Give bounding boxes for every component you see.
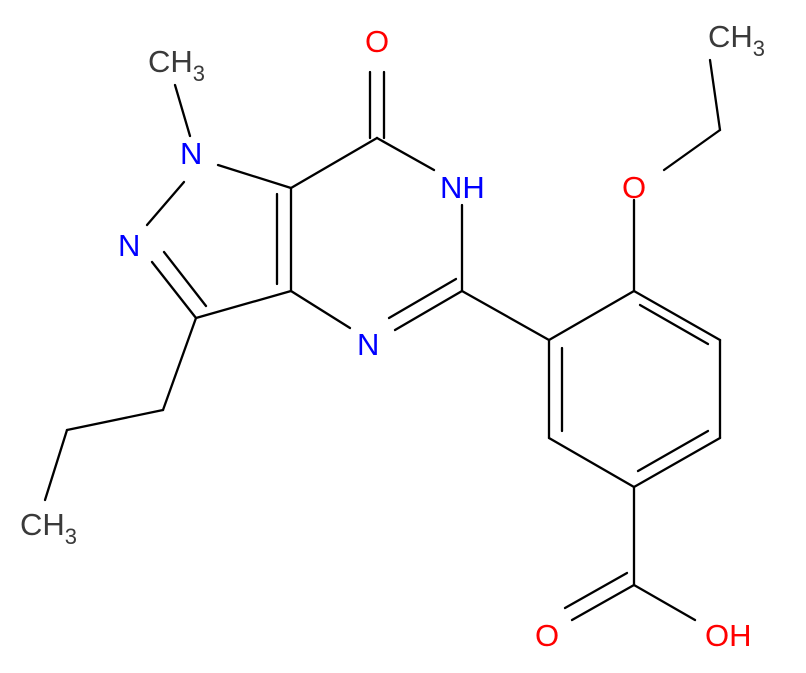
bond-benzene-3 [632,436,722,489]
bond-benzene-3-inner [636,429,710,473]
bond-c7a-c7 [289,136,379,190]
nitrogen-n2-label: N [118,228,140,263]
bond-n1-n2 [145,180,186,227]
bond-cooh-o-a [570,583,636,622]
bond-n2-c3-a [150,260,198,320]
methyl-label-top-right: CH3 [708,19,765,61]
nitrogen-nh-label: NH [440,170,485,205]
bond-benzene-c5 [460,289,551,342]
bond-c5-n4-b [387,277,458,320]
bond-benzene-1-inner [638,303,710,346]
bond-propyl-3 [43,428,69,502]
bond-group [43,58,722,622]
bond-n2-c3-b [162,250,208,308]
methyl-label-n: CH3 [148,44,205,86]
bond-ch3-ch2-ethoxy [708,58,722,132]
bond-ch2-o-ethoxy [662,128,722,172]
bond-cooh-oh [632,583,697,622]
bond-c5-n4-a [393,289,464,332]
bond-c3-c3a [194,289,293,320]
bond-cooh-o-b [563,571,629,610]
oxygen-ether-label: O [622,170,646,205]
atom-labels: CH3 CH3 CH3 O O O OH N N N NH [20,19,765,653]
bond-n1-methyl [173,83,192,138]
methyl-label-propyl: CH3 [20,507,77,549]
bond-propyl-2 [65,408,165,432]
hydroxyl-acid-label: OH [705,618,752,653]
bond-c3-propyl-1 [161,316,198,412]
bond-benzene-4 [547,436,636,489]
bond-c7a-n1 [216,163,293,190]
bond-nh-c7 [375,136,436,172]
nitrogen-n4-label: N [357,327,379,362]
bond-n4-c3a [289,289,352,330]
bond-benzene-6 [547,289,636,342]
oxygen-carbonyl-label: O [365,24,389,59]
oxygen-acid-double-label: O [535,618,559,653]
bond-benzene-1 [632,289,722,342]
nitrogen-n1-label: N [180,136,202,171]
